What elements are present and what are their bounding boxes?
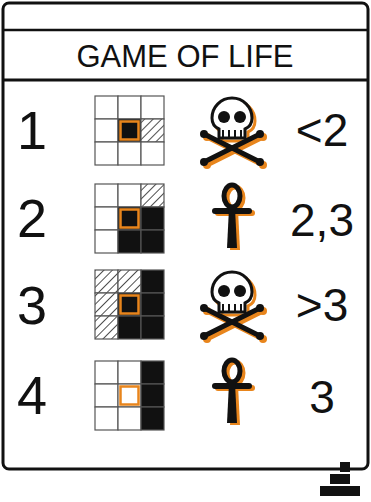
grid-cell (141, 384, 164, 407)
grid-cell (141, 207, 164, 230)
grid-cell (141, 119, 164, 142)
poster-frame (3, 3, 368, 469)
rule-text: <2 (296, 107, 348, 153)
grid-cell (95, 96, 118, 119)
grid-cell (118, 407, 141, 430)
focus-cell (121, 296, 139, 314)
grid-cell (141, 142, 164, 165)
rule-text: 3 (309, 374, 335, 420)
cell-grids (95, 96, 164, 430)
grid-cell (118, 270, 141, 293)
grid-cell (141, 316, 164, 339)
skull-symbol (200, 98, 267, 169)
grid-cell (141, 293, 164, 316)
grid-cell (95, 293, 118, 316)
grid-cell (141, 96, 164, 119)
grid-cell (118, 184, 141, 207)
grid-cell (95, 142, 118, 165)
life-icons (200, 98, 267, 425)
grid-cell (118, 119, 141, 142)
grid-cell (118, 316, 141, 339)
glider-mark (320, 462, 360, 496)
ankh-symbol (215, 185, 252, 250)
band-line (3, 79, 368, 82)
row-number: 1 (17, 103, 47, 157)
ankh-symbol (215, 360, 252, 425)
grid-cell (95, 407, 118, 430)
grid-cell (95, 230, 118, 253)
skull-symbol (200, 272, 267, 343)
rule-text: >3 (296, 282, 348, 328)
grid-cell (118, 230, 141, 253)
grid-cell (95, 270, 118, 293)
band-line (3, 29, 368, 32)
grid-cell (141, 270, 164, 293)
grid-cell (118, 361, 141, 384)
grid-cell (118, 207, 141, 230)
grid-cell (95, 316, 118, 339)
grid-cell (118, 293, 141, 316)
grid-cell (141, 184, 164, 207)
grid-cell (118, 384, 141, 407)
row-number: 3 (17, 278, 47, 332)
grid-cell (118, 142, 141, 165)
grid-cell (95, 184, 118, 207)
poster-title: GAME OF LIFE (76, 41, 293, 72)
grid-cell (95, 207, 118, 230)
grid-cell (95, 361, 118, 384)
row-number: 2 (17, 191, 47, 245)
focus-cell (121, 210, 139, 228)
grid-cell (141, 407, 164, 430)
grid-cell (118, 96, 141, 119)
grid-cell (95, 119, 118, 142)
focus-cell (121, 122, 139, 140)
grid-cell (141, 230, 164, 253)
focus-cell (121, 387, 139, 405)
row-number: 4 (17, 368, 47, 422)
rule-text: 2,3 (290, 197, 354, 243)
grid-cell (141, 361, 164, 384)
grid-cell (95, 384, 118, 407)
